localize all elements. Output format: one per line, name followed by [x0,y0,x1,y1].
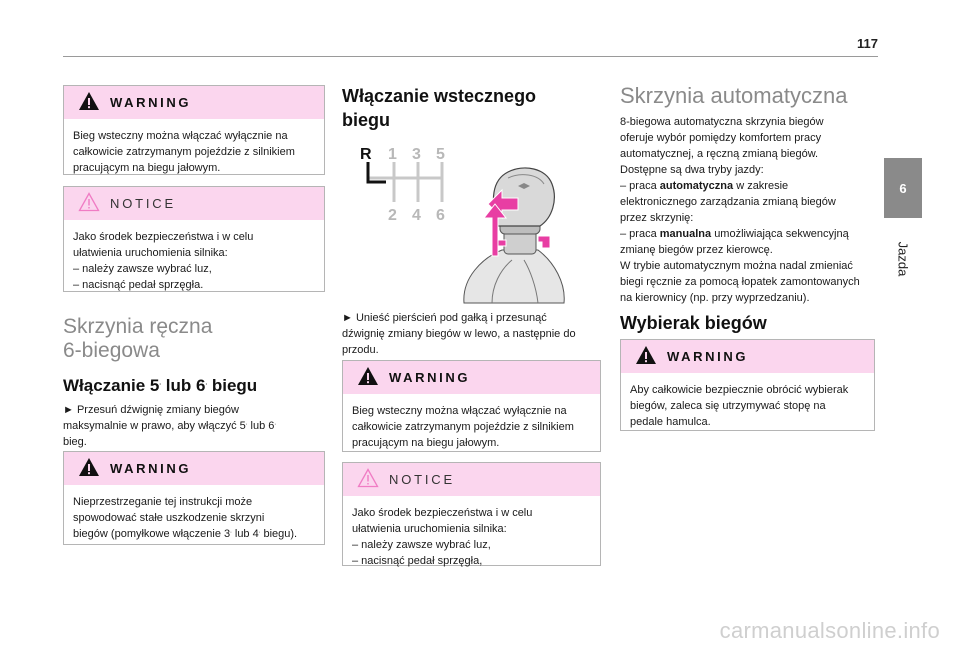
warning-header: WARNING [343,361,600,394]
section-title-automatic: Skrzynia automatyczna [620,83,848,108]
warning-header: WARNING [64,86,324,119]
shift-pattern [368,162,444,202]
warning-icon [358,367,378,385]
watermark-text: carmanualsonline.info [719,618,940,643]
notice-header: NOTICE [64,187,324,220]
warning-box-gearbox: WARNING Nieprzestrzeganie tej instrukcji… [63,451,325,545]
warning-text: Bieg wsteczny można włączać wyłącznie na… [73,130,295,174]
heading-gear-selector: Wybierak biegów [620,313,767,333]
notice-box-start: NOTICE Jako środek bezpieczeństwa i w ce… [63,186,325,292]
top-rule [63,56,878,57]
notice-icon [78,192,100,212]
warning-box-selector: WARNING Aby całkowicie bezpiecznie obróc… [620,339,875,431]
movement-arrows [482,188,551,257]
reverse-path-line [366,162,386,184]
warning-icon [79,458,99,476]
notice-icon [357,468,379,488]
warning-text: Bieg wsteczny można włączać wyłącznie na… [352,405,574,449]
gear-label-5: 5 [436,146,445,163]
gear-knob-illustration [463,167,565,304]
automatic-description: 8-biegowa automatyczna skrzynia biegów o… [620,116,860,304]
gear-label-4: 4 [412,207,421,224]
chapter-tab[interactable]: 6 [884,158,922,218]
notice-header: NOTICE [343,463,600,496]
warning-title: WARNING [110,461,192,476]
warning-icon [79,92,99,110]
warning-box-reverse: WARNING Bieg wsteczny można włączać wyłą… [63,85,325,175]
warning-title: WARNING [667,349,749,364]
gear-label-3: 3 [412,146,421,163]
gear-shift-diagram: R 1 3 5 2 4 6 [360,146,565,304]
warning-header: WARNING [621,340,874,373]
gear-label-2: 2 [388,207,397,224]
warning-text: Aby całkowicie bezpiecznie obrócić wybie… [630,384,849,428]
gear-label-6: 6 [436,207,445,224]
chapter-number: 6 [899,180,907,196]
warning-icon [636,346,656,364]
gear-label-R: R [360,146,372,163]
notice-title: NOTICE [389,472,455,487]
instruction-reverse: ► Unieść pierścień pod gałką i przesunąć… [342,312,576,356]
warning-title: WARNING [110,95,192,110]
gear-label-1: 1 [388,146,397,163]
notice-title: NOTICE [110,196,176,211]
instruction-5th-6th: ► Przesuń dźwignię zmiany biegów maksyma… [63,404,277,448]
heading-5th-6th-gear: Włączanie 5. lub 6. biegu [63,376,258,395]
chapter-label: Jazda [895,241,911,277]
notice-box-start-2: NOTICE Jako środek bezpieczeństwa i w ce… [342,462,601,567]
warning-box-reverse-2: WARNING Bieg wsteczny można włączać wyłą… [342,360,601,452]
warning-text: Nieprzestrzeganie tej instrukcji może sp… [73,496,298,540]
warning-title: WARNING [389,370,471,385]
page-number: 117 [857,36,878,51]
warning-header: WARNING [64,452,324,485]
